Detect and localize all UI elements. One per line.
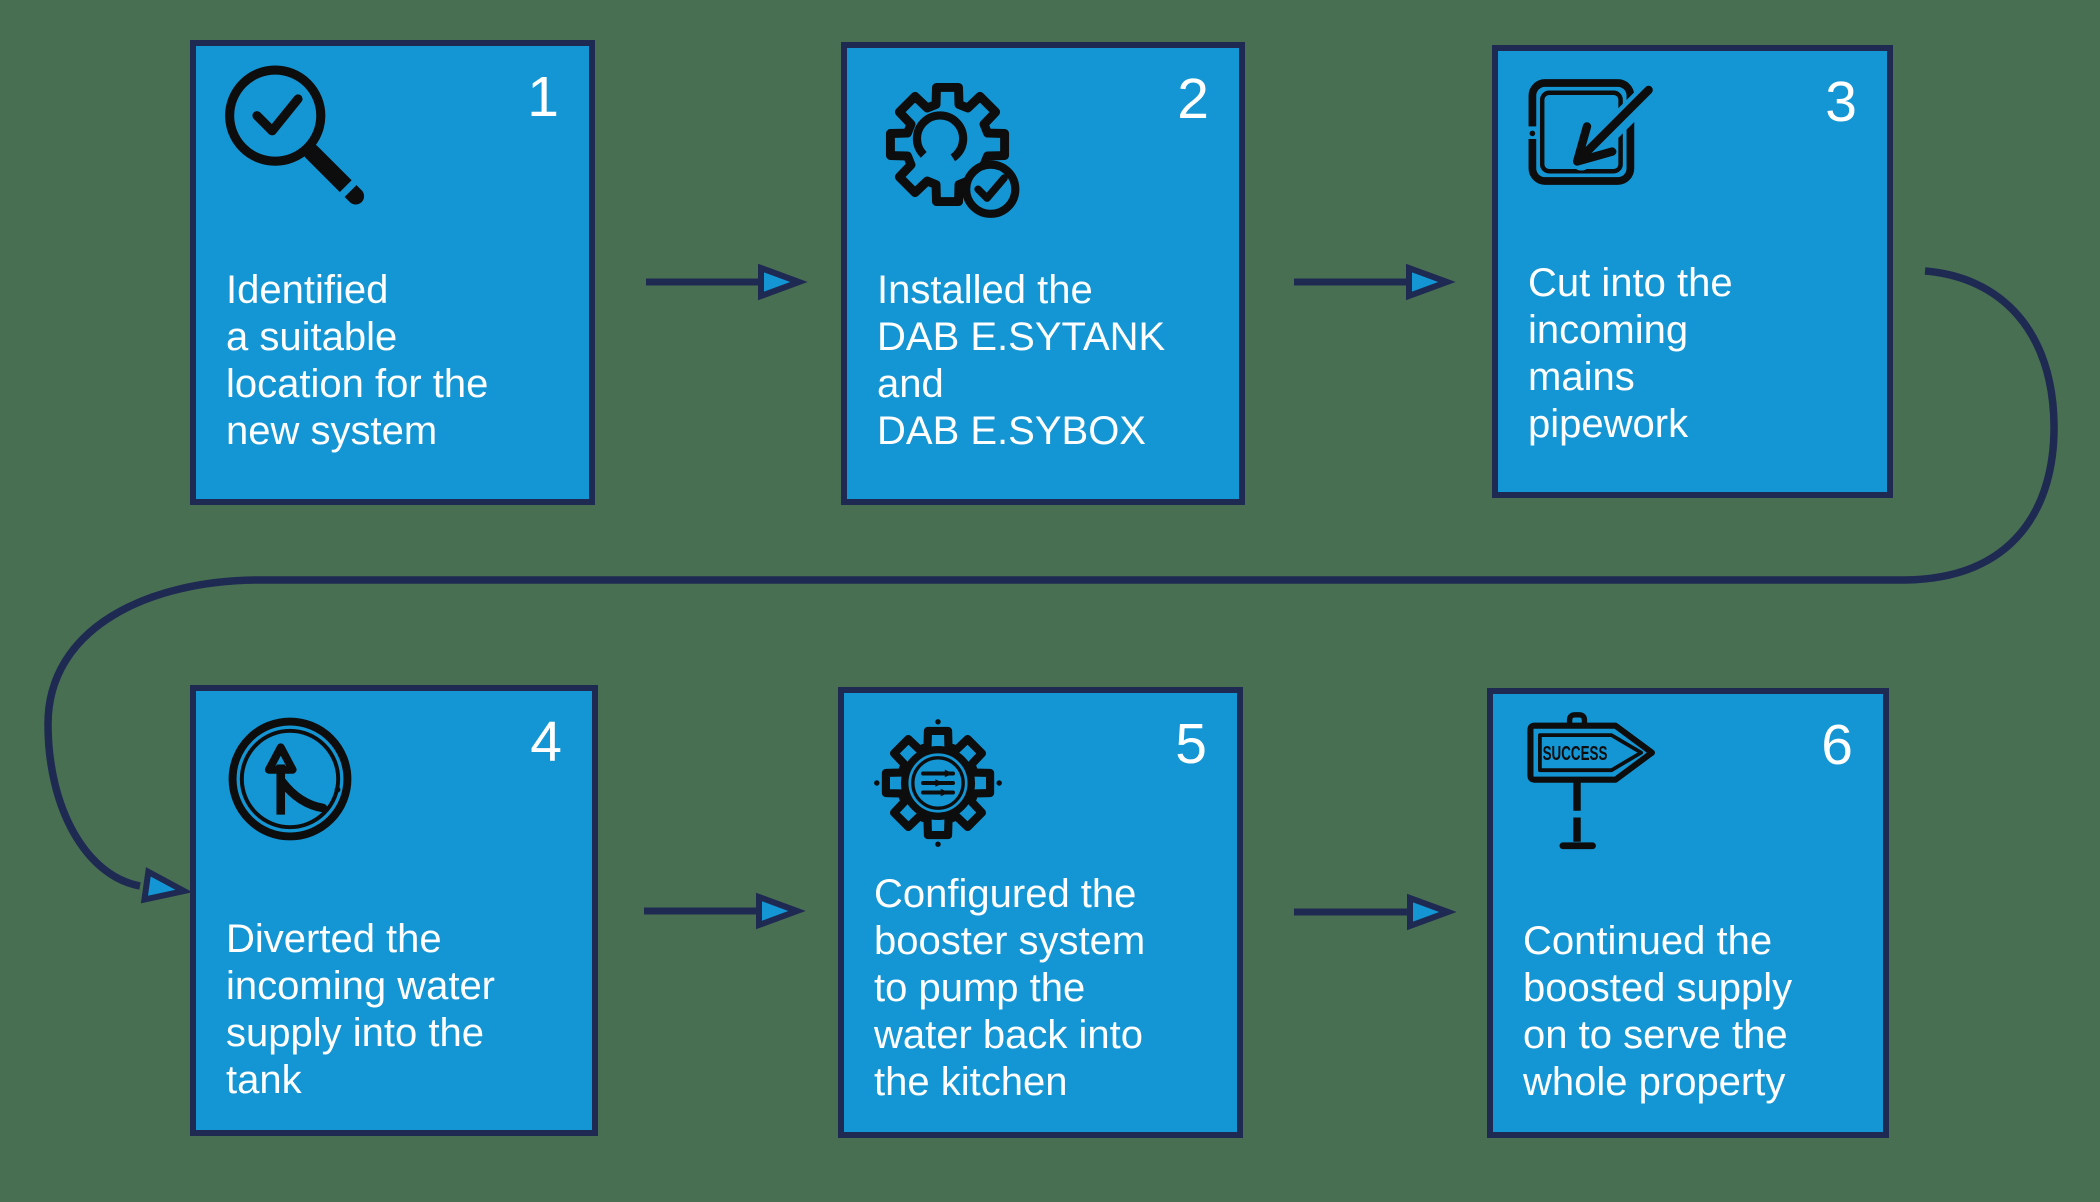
step-number: 1 (527, 65, 559, 129)
step-box-5: 5 Configured the booster system to pump … (838, 687, 1243, 1138)
step-box-3: 3 Cut into the incoming mains pipework (1492, 45, 1893, 498)
step-text: Diverted the incoming water supply into … (226, 917, 496, 1102)
success-sign-label: SUCCESS (1543, 743, 1608, 765)
step-number: 3 (1825, 70, 1857, 134)
step-text: Installed the DAB E.SYTANK and DAB E.SYB… (877, 268, 1166, 453)
step-number: 2 (1177, 67, 1209, 131)
step-text: Cut into the incoming mains pipework (1528, 261, 1733, 446)
arrow-step5-step6 (1294, 893, 1457, 931)
arrow-step2-step3 (1294, 263, 1456, 301)
step-box-1: 1 Identified a suitable location for the… (190, 40, 595, 505)
success-signpost-icon: SUCCESS (1521, 708, 1656, 854)
step-box-4: 4 Diverted the incoming water supply int… (190, 685, 598, 1136)
arrow-step4-step5 (644, 892, 806, 930)
step-number: 5 (1175, 712, 1207, 776)
step-text: Identified a suitable location for the n… (226, 268, 489, 453)
import-box-icon (1524, 69, 1664, 209)
arrow-step1-step2 (646, 263, 808, 301)
gear-sliders-icon (870, 715, 1006, 851)
step-box-6: SUCCESS 6 Continued the boosted supply o… (1487, 688, 1889, 1138)
step-number: 6 (1821, 713, 1853, 777)
step-text: Configured the booster system to pump th… (874, 872, 1146, 1104)
step-box-2: 2 Installed the DAB E.SYTANK and DAB E.S… (841, 42, 1245, 505)
magnifier-check-icon (222, 64, 374, 222)
gear-check-icon (873, 70, 1025, 222)
step-text: Continued the boosted supply on to serve… (1523, 919, 1793, 1104)
step-number: 4 (530, 710, 562, 774)
merge-arrow-icon (224, 713, 356, 845)
